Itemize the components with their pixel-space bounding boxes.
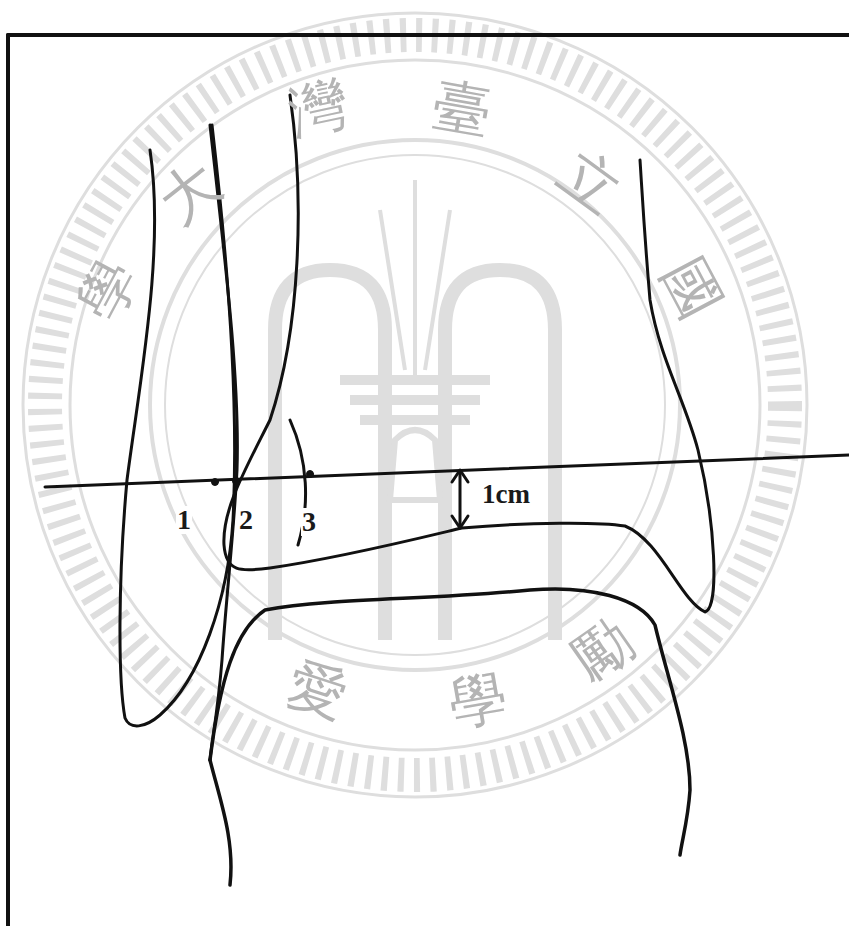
seal-watermark <box>23 13 807 797</box>
callout-number: 1 <box>176 506 192 534</box>
watermark-character: 立 <box>549 141 630 222</box>
watermark-character: 勵 <box>562 610 643 691</box>
bone-outlines <box>8 35 849 926</box>
watermark-character: 灣 <box>284 74 353 143</box>
dimension-label: 1cm <box>480 481 532 508</box>
watermark-character: 臺 <box>428 74 495 141</box>
watermark-character: 愛 <box>281 653 354 726</box>
watermark-character: 學 <box>444 666 511 733</box>
watermark-character: 大 <box>149 151 230 232</box>
callout-number: 2 <box>238 506 254 534</box>
callout-number: 3 <box>301 508 317 536</box>
